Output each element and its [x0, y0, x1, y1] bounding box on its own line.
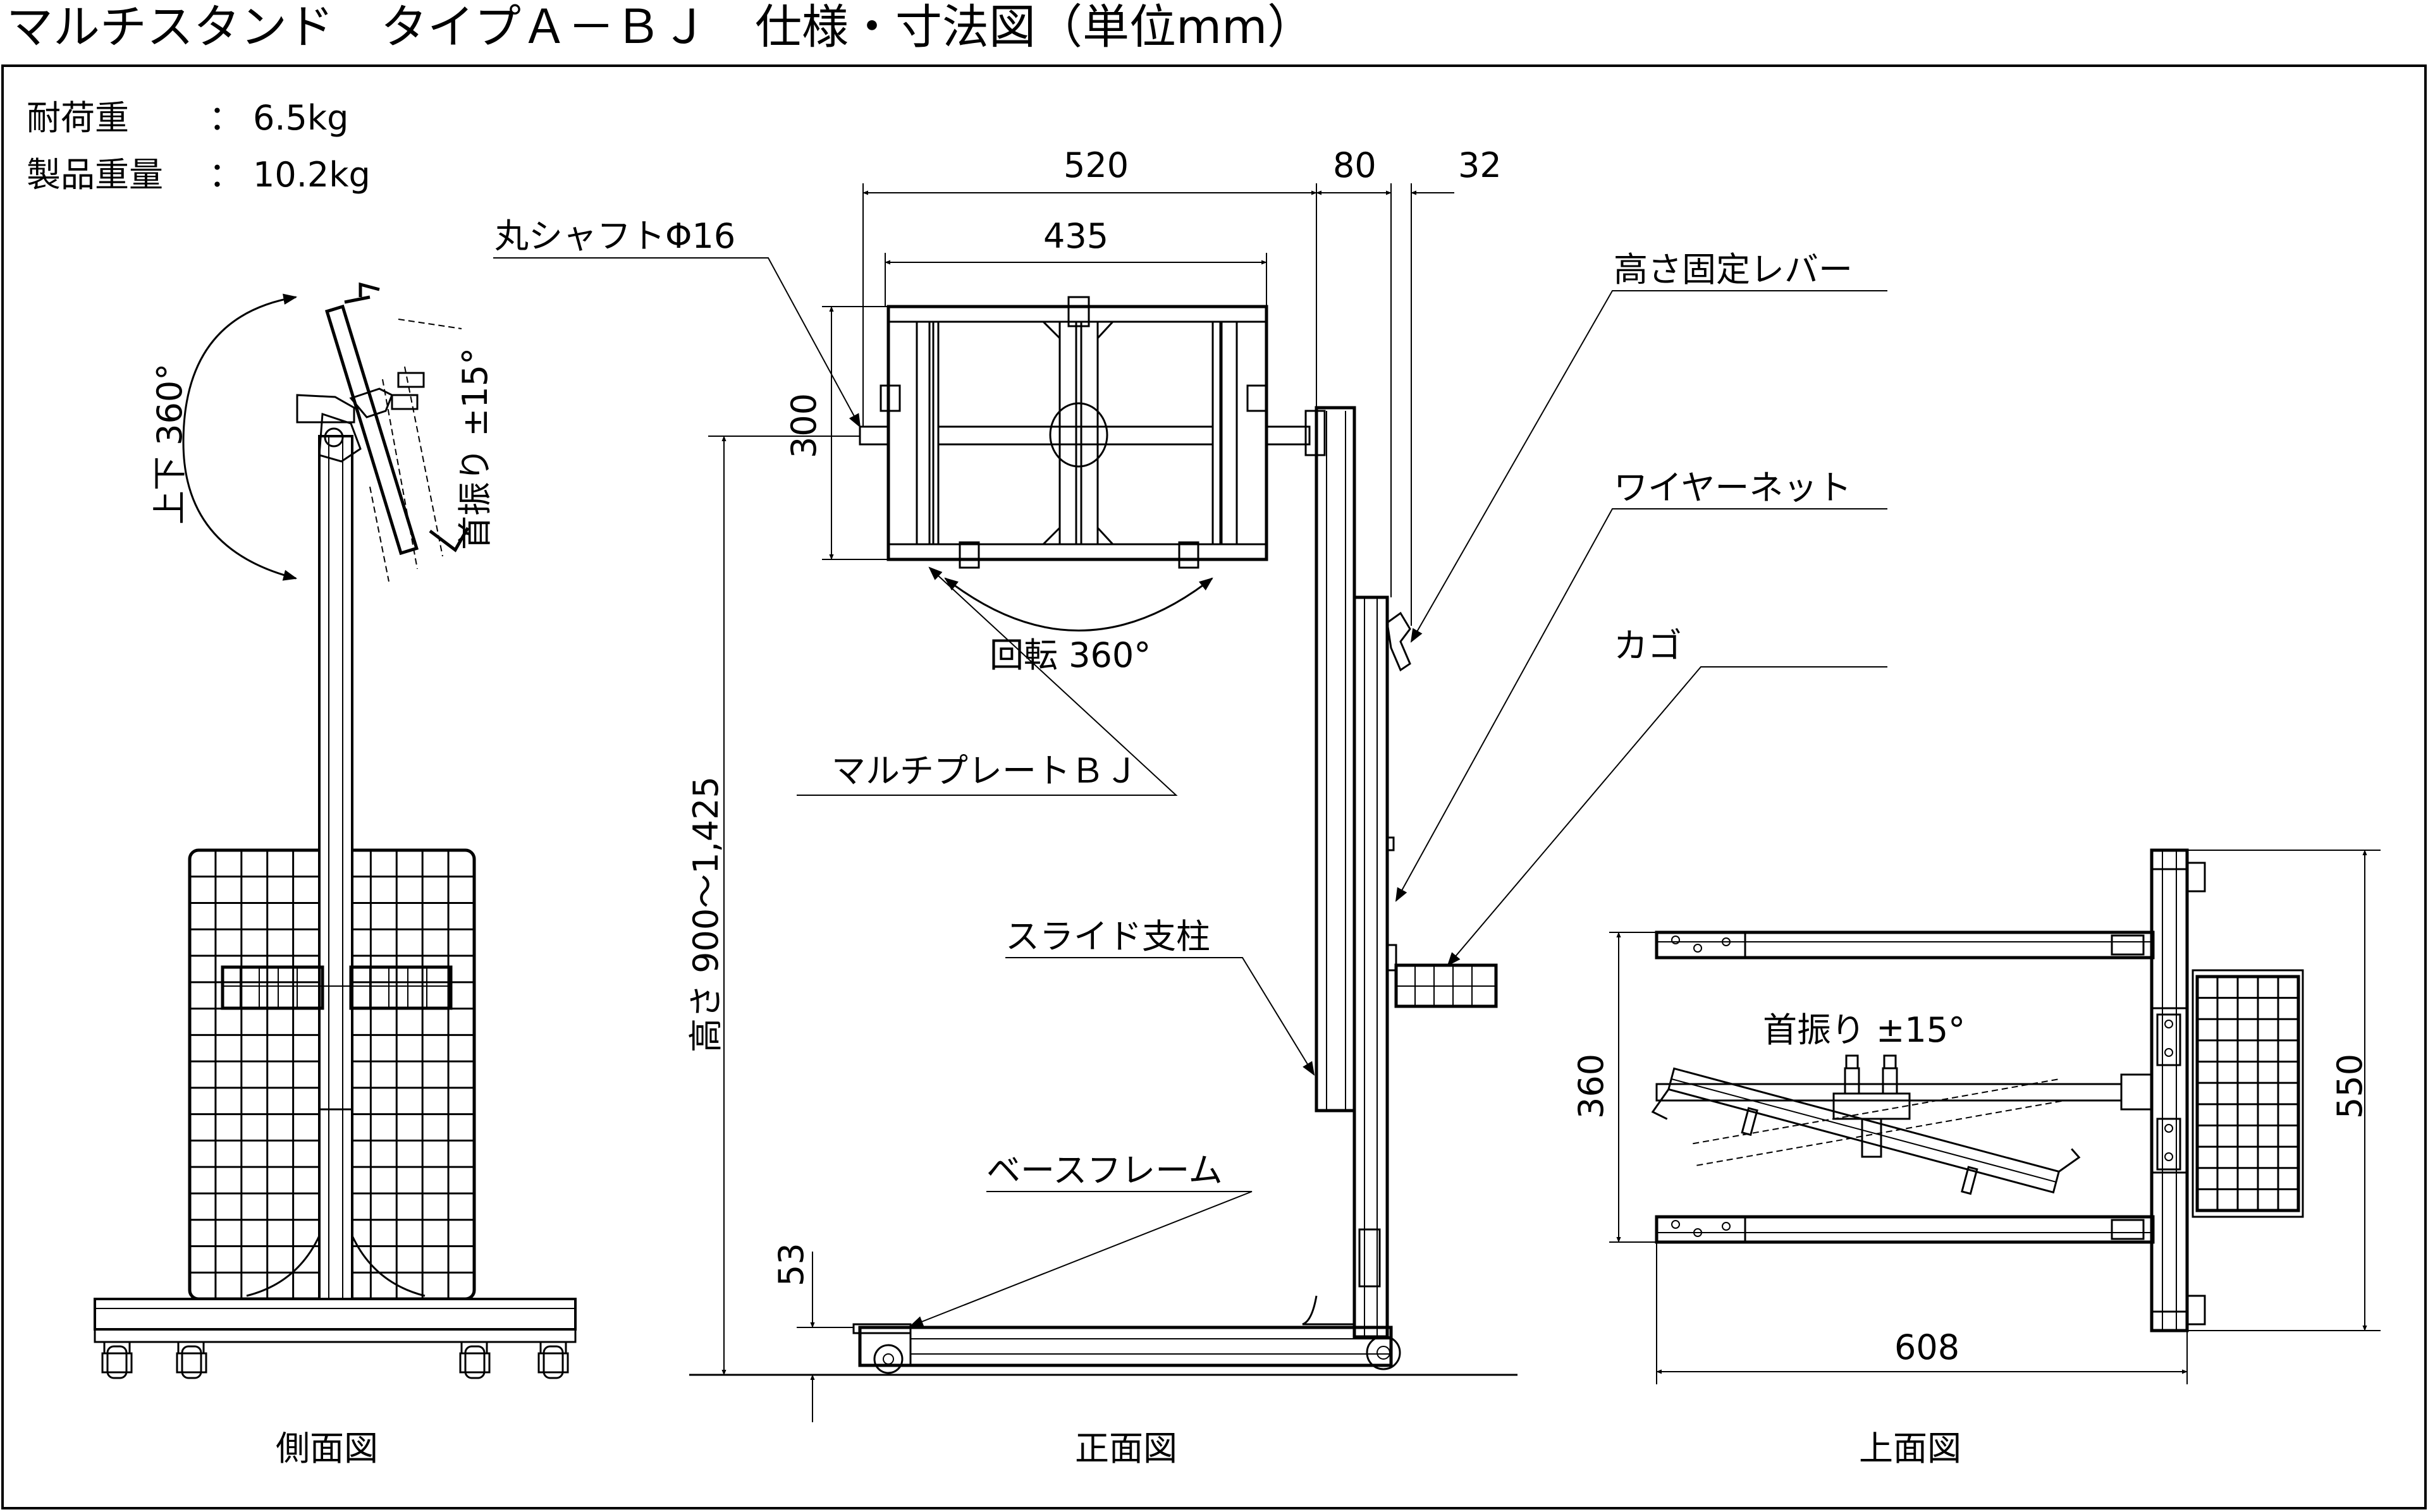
- side-basket-right: [349, 965, 453, 1010]
- side-head: [296, 282, 470, 582]
- side-view: 上下 360° 首振り ±15° 側面図: [94, 282, 577, 1468]
- front-dimensions: [708, 183, 1454, 1422]
- side-casters: [101, 1341, 569, 1379]
- top-rail-lower: [1655, 1215, 2155, 1244]
- top-rail-upper: [1655, 930, 2155, 960]
- front-rotation-label: 回転 360°: [990, 635, 1151, 675]
- front-shaft: [859, 425, 890, 446]
- top-view: 首振り ±15° 360 550 608 上面図: [1571, 848, 2381, 1468]
- top-shaft: [1655, 1083, 2123, 1102]
- side-basket-left: [221, 965, 324, 1010]
- front-view: 520 435 80 32 300 高さ 900～1,425 53 回転 360…: [493, 145, 1887, 1468]
- callout-net: ワイヤーネット: [1614, 468, 1851, 508]
- front-rotation-arrow: [944, 577, 1213, 631]
- top-dimensions: [1609, 850, 2381, 1384]
- callout-shaft: 丸シャフトΦ16: [494, 216, 735, 256]
- spec-load-value: 6.5kg: [253, 98, 348, 138]
- callout-base: ベースフレーム: [986, 1150, 1223, 1190]
- spec-weight-value: 10.2kg: [253, 155, 371, 195]
- front-base-frame: [858, 1326, 1393, 1367]
- top-knobs: [1832, 1054, 1911, 1158]
- front-basket: [1386, 944, 1498, 1008]
- top-swing-label: 首振り ±15°: [1763, 1010, 1965, 1050]
- top-swing-plate: [1651, 1067, 2081, 1195]
- top-caption: 上面図: [1859, 1429, 1961, 1468]
- front-caption: 正面図: [1075, 1429, 1177, 1468]
- spec-load-label: 耐荷重: [27, 98, 129, 138]
- side-rotation-arrow: [182, 293, 298, 581]
- top-basket: [2192, 969, 2304, 1218]
- side-base-frame: [94, 1298, 577, 1331]
- dim-base-height: 53: [771, 1243, 811, 1286]
- front-lever: [1386, 611, 1411, 672]
- side-caption: 側面図: [276, 1429, 378, 1468]
- spec-weight-sep: ：: [209, 155, 243, 195]
- callout-lever: 高さ固定レバー: [1614, 250, 1853, 290]
- page-title: マルチスタンド タイプＡ－ＢＪ 仕様・寸法図（単位mm）: [6, 0, 1314, 54]
- dim-depth-outer: 550: [2330, 1054, 2370, 1119]
- callout-plate: マルチプレートＢＪ: [831, 751, 1139, 791]
- side-pole: [318, 435, 353, 1303]
- front-plate: [880, 296, 1268, 569]
- dim-plate-height: 300: [784, 393, 824, 458]
- front-slide-column: [1315, 406, 1356, 1113]
- dim-top-width: 608: [1894, 1327, 1959, 1367]
- front-outer-column: [1352, 595, 1389, 1339]
- dim-depth-inner: 360: [1571, 1054, 1611, 1119]
- dim-offset-2: 32: [1458, 145, 1502, 185]
- dim-height-range: 高さ 900～1,425: [686, 776, 726, 1052]
- side-tilt-label: 上下 360°: [150, 363, 190, 525]
- dim-width-inner: 435: [1043, 216, 1108, 256]
- dim-width-outer: 520: [1064, 145, 1129, 185]
- spec-block: 耐荷重 ： 6.5kg 製品重量 ： 10.2kg: [27, 98, 371, 195]
- callout-slide: スライド支柱: [1005, 917, 1210, 956]
- drawing-border: [1, 64, 2427, 1509]
- spec-load-sep: ：: [209, 98, 243, 138]
- top-main-bar: [2150, 848, 2189, 1332]
- spec-weight-label: 製品重量: [27, 155, 163, 195]
- callout-basket: カゴ: [1614, 626, 1682, 666]
- front-callout-lines: [493, 257, 1887, 1327]
- side-swing-label: 首振り ±15°: [455, 348, 495, 550]
- dim-offset-1: 80: [1333, 145, 1376, 185]
